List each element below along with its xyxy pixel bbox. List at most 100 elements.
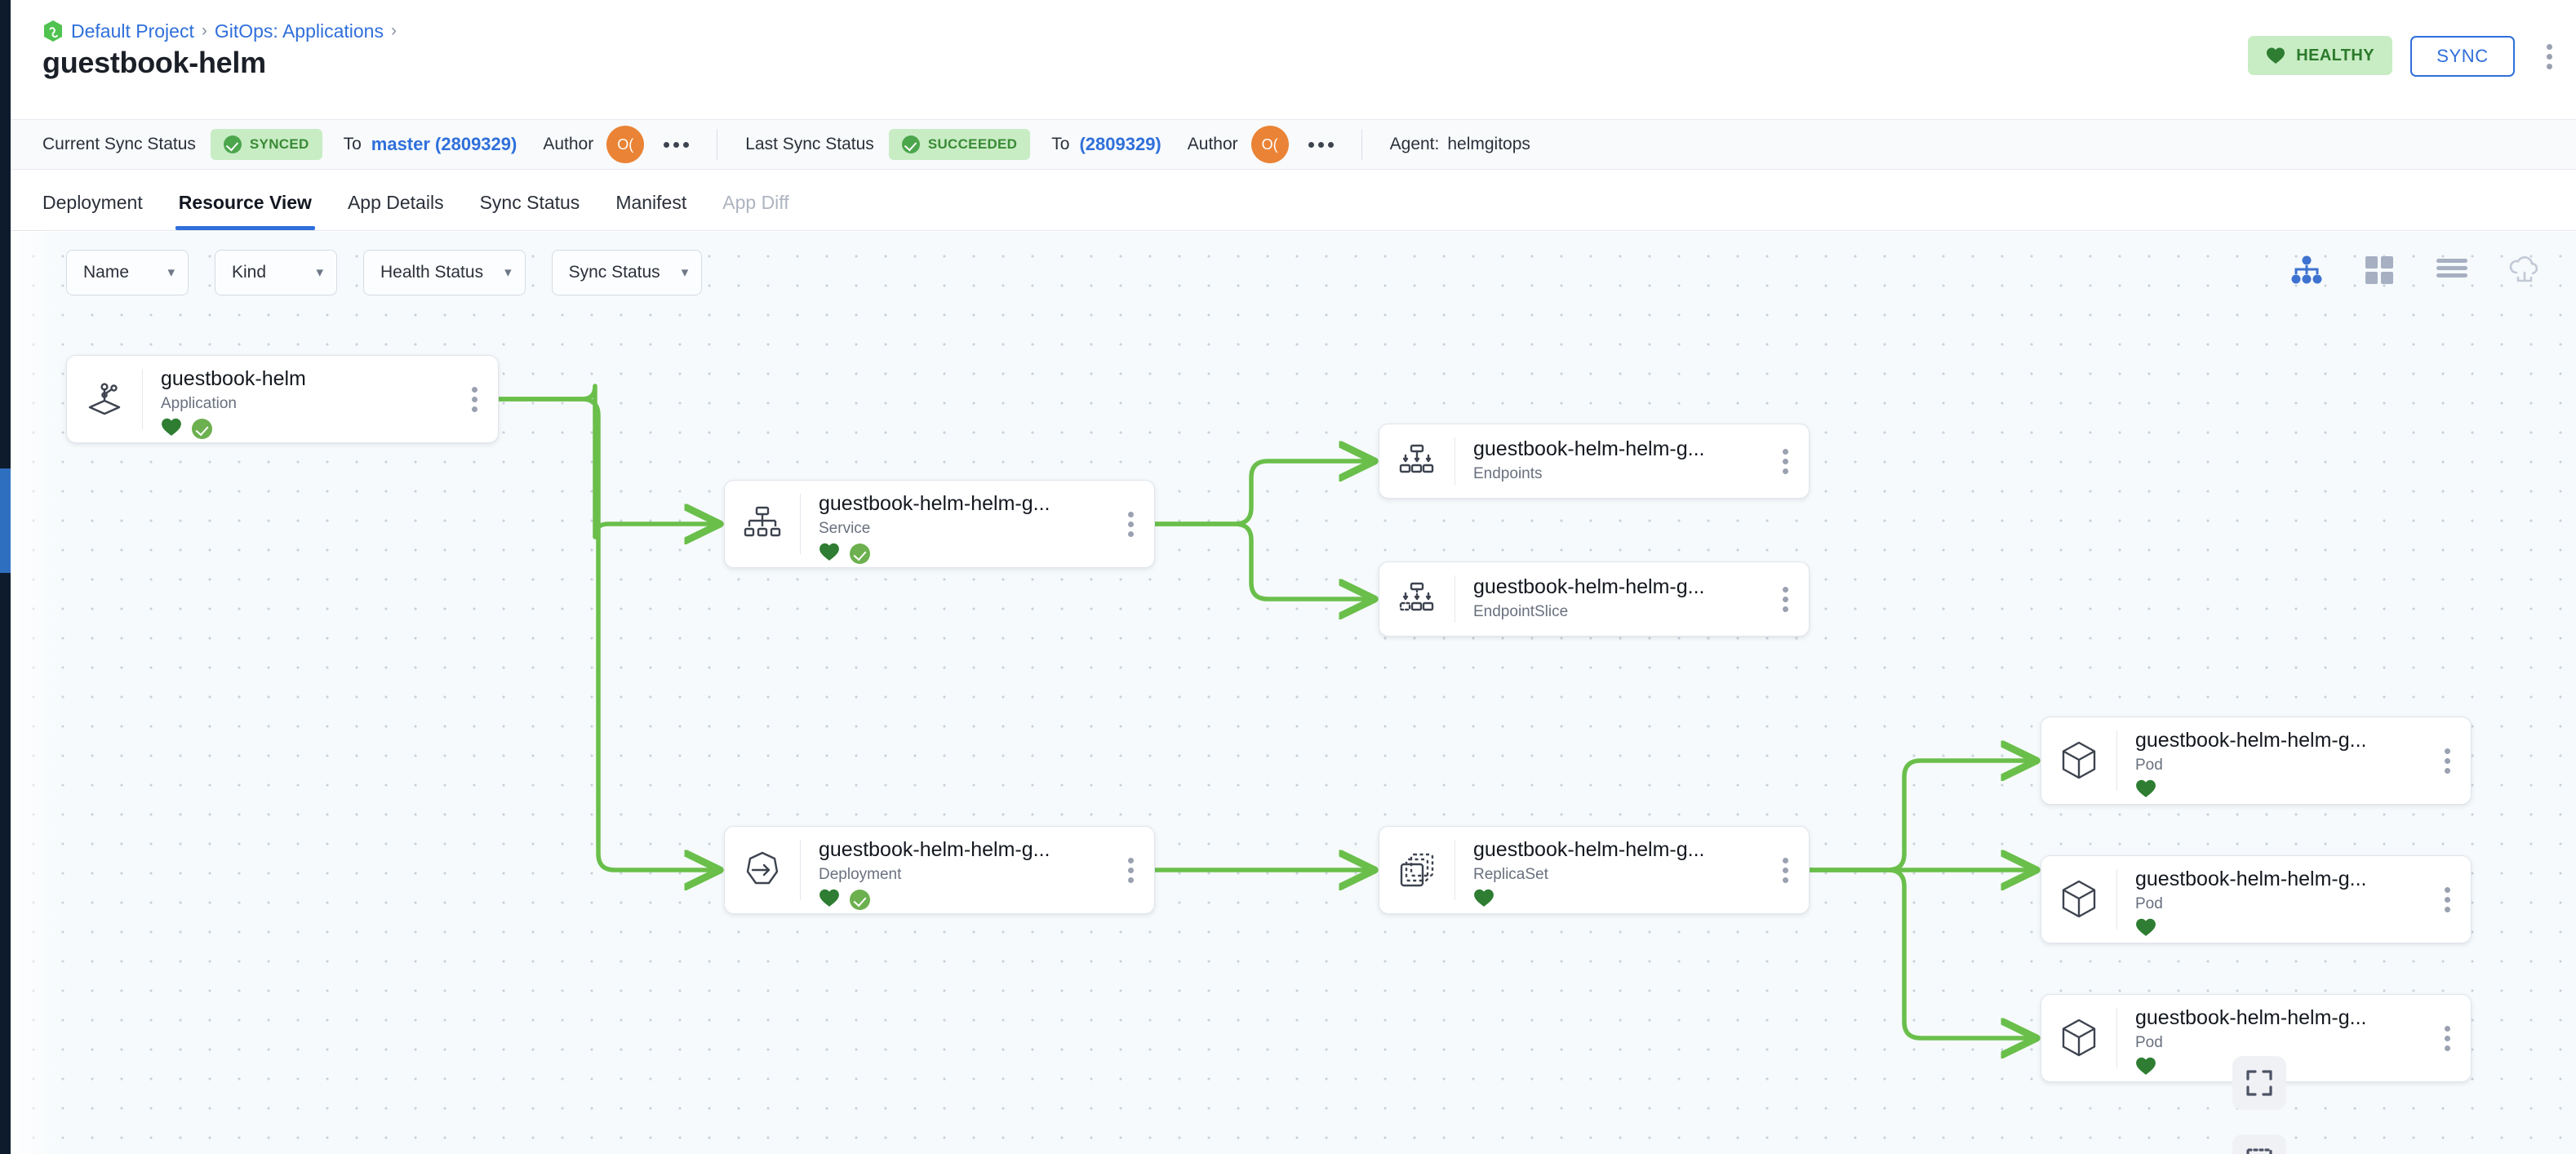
- sync-check-icon: [850, 890, 870, 911]
- node-title: guestbook-helm-helm-g...: [1473, 838, 1705, 861]
- node-kebab-icon[interactable]: [451, 356, 498, 442]
- node-kind: Pod: [2135, 894, 2163, 912]
- breadcrumb-item-gitops-applications[interactable]: GitOps: Applications: [214, 20, 384, 42]
- check-circle-icon-2: [901, 135, 920, 153]
- current-author-more-icon[interactable]: [664, 141, 690, 148]
- node-badges: [819, 542, 1107, 566]
- heart-icon: [1473, 888, 1495, 912]
- filter-name-label: Name: [83, 263, 130, 282]
- node-kebab-icon[interactable]: [1107, 481, 1154, 567]
- heart-icon: [819, 888, 840, 912]
- filter-sync-status[interactable]: Sync Status ▾: [551, 250, 703, 295]
- tab-app-details[interactable]: App Details: [347, 192, 444, 213]
- filter-health-label: Health Status: [380, 263, 484, 282]
- sync-check-icon: [850, 544, 870, 565]
- node-kind: Endpoints: [1473, 464, 1543, 482]
- tab-manifest[interactable]: Manifest: [615, 192, 687, 213]
- node-divider-8: [2116, 869, 2117, 930]
- filter-kind[interactable]: Kind ▾: [215, 250, 337, 295]
- node-kind: Deployment: [819, 865, 902, 883]
- node-kind: Pod: [2135, 756, 2163, 774]
- node-kebab-icon[interactable]: [2423, 717, 2471, 804]
- health-badge-label: HEALTHY: [2296, 46, 2374, 64]
- graph-node-endpointslice[interactable]: guestbook-helm-helm-g... EndpointSlice: [1379, 561, 1810, 637]
- sync-button[interactable]: SYNC: [2410, 36, 2515, 77]
- node-kebab-icon[interactable]: [2423, 995, 2471, 1081]
- status-badge-health: HEALTHY: [2248, 36, 2392, 75]
- graph-node-replicaset[interactable]: guestbook-helm-helm-g... ReplicaSet: [1379, 826, 1810, 914]
- pod-icon: [2041, 717, 2116, 804]
- current-to-label: To: [343, 135, 362, 153]
- node-kebab-icon[interactable]: [1761, 424, 1809, 498]
- node-kebab-icon[interactable]: [2423, 856, 2471, 943]
- divider-2: [1361, 129, 1362, 160]
- pod-icon-3: [2041, 995, 2116, 1081]
- node-kebab-icon[interactable]: [1107, 827, 1154, 913]
- last-author-more-icon[interactable]: [1308, 141, 1334, 148]
- node-kebab-icon[interactable]: [1761, 562, 1809, 636]
- graph-node-service[interactable]: guestbook-helm-helm-g... Service: [724, 480, 1155, 568]
- graph-node-deployment[interactable]: guestbook-helm-helm-g... Deployment: [724, 826, 1155, 914]
- heart-icon: [161, 417, 182, 441]
- breadcrumb: Default Project › GitOps: Applications ›: [42, 20, 397, 42]
- node-kebab-icon[interactable]: [1761, 827, 1809, 913]
- status-badge-synced: SYNCED: [210, 129, 322, 160]
- node-badges: [161, 417, 451, 441]
- node-title: guestbook-helm-helm-g...: [2135, 1006, 2367, 1029]
- page-header: Default Project › GitOps: Applications ›…: [11, 0, 2576, 119]
- agent-value: helmgitops: [1447, 135, 1530, 153]
- node-badges: [1473, 888, 1761, 912]
- filter-name[interactable]: Name ▾: [66, 250, 189, 295]
- last-sync-status-label: Last Sync Status: [745, 135, 874, 153]
- heart-icon: [2135, 917, 2156, 941]
- resource-graph-canvas[interactable]: Name ▾ Kind ▾ Health Status ▾ Sync Statu…: [11, 232, 2576, 1154]
- heart-icon: [2135, 1056, 2156, 1080]
- node-divider-2: [800, 494, 801, 554]
- last-revision-link[interactable]: (2809329): [1079, 134, 1161, 154]
- sync-check-icon: [192, 419, 212, 440]
- kebab-menu-icon[interactable]: [2547, 44, 2552, 69]
- graph-node-pod-1[interactable]: guestbook-helm-helm-g... Pod: [2041, 717, 2472, 805]
- current-author-label: Author: [543, 135, 594, 153]
- network-view-icon[interactable]: [2507, 253, 2542, 287]
- avatar-2[interactable]: O(: [1250, 126, 1289, 163]
- tab-sync-status[interactable]: Sync Status: [479, 192, 580, 213]
- tree-view-icon[interactable]: [2290, 253, 2324, 287]
- list-view-icon[interactable]: [2435, 253, 2469, 287]
- endpoints-icon: [1379, 424, 1455, 498]
- heart-icon: [819, 542, 840, 566]
- endpointslice-icon: [1379, 562, 1455, 636]
- heart-icon: [2135, 779, 2156, 802]
- check-circle-icon: [223, 135, 242, 153]
- graph-node-endpoints[interactable]: guestbook-helm-helm-g... Endpoints: [1379, 424, 1810, 499]
- deployment-icon: [725, 827, 800, 913]
- filter-sync-label: Sync Status: [568, 263, 660, 282]
- tab-resource-view[interactable]: Resource View: [175, 192, 316, 230]
- chevron-down-icon: ▾: [167, 264, 175, 280]
- service-icon: [725, 481, 800, 567]
- graph-node-pod-2[interactable]: guestbook-helm-helm-g... Pod: [2041, 855, 2472, 943]
- marquee-select-icon[interactable]: [2232, 1134, 2286, 1154]
- node-badges: [2135, 1056, 2423, 1080]
- current-revision-link[interactable]: master (2809329): [371, 134, 517, 154]
- grid-view-icon[interactable]: [2362, 253, 2396, 287]
- view-toggle-group: [2290, 253, 2542, 287]
- graph-node-pod-3[interactable]: guestbook-helm-helm-g... Pod: [2041, 994, 2472, 1082]
- breadcrumb-item-default-project[interactable]: Default Project: [71, 20, 194, 42]
- fullscreen-icon[interactable]: [2232, 1056, 2286, 1110]
- graph-node-application[interactable]: guestbook-helm Application: [66, 355, 499, 443]
- app-rail: [0, 0, 11, 1154]
- avatar[interactable]: O(: [606, 126, 645, 163]
- node-kind: Application: [161, 394, 237, 412]
- filter-health-status[interactable]: Health Status ▾: [363, 250, 526, 295]
- node-title: guestbook-helm-helm-g...: [819, 492, 1050, 515]
- node-kind: ReplicaSet: [1473, 865, 1548, 883]
- agent-info: Agent:helmgitops: [1390, 135, 1530, 154]
- breadcrumb-separator-2: ›: [390, 21, 397, 40]
- project-logo-icon: [42, 20, 64, 42]
- tab-deployment[interactable]: Deployment: [42, 192, 143, 213]
- node-divider-9: [2116, 1008, 2117, 1068]
- filter-kind-label: Kind: [232, 263, 267, 282]
- node-kind: Pod: [2135, 1033, 2163, 1051]
- synced-label: SYNCED: [249, 136, 309, 152]
